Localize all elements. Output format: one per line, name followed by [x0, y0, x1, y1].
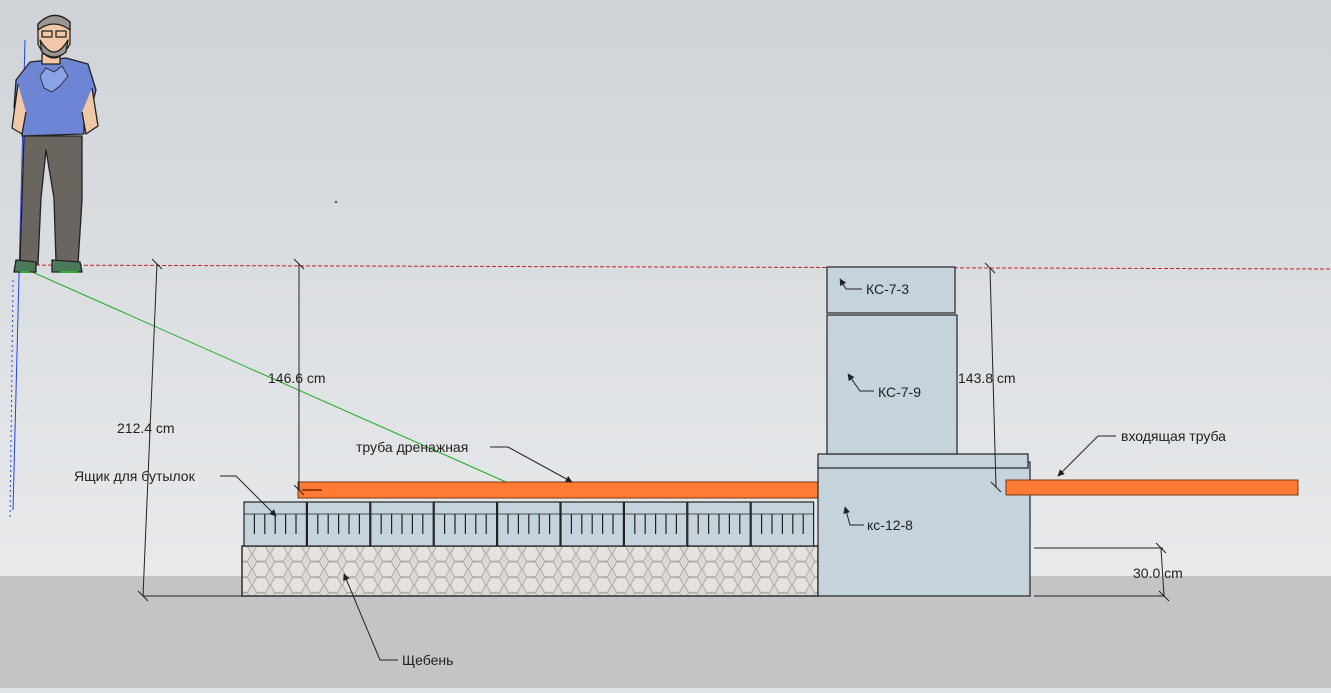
- leader-inlet-pipe: [1057, 435, 1116, 477]
- leader-ring-base: [843, 506, 864, 526]
- leader-gravel: [343, 573, 398, 661]
- well-mid-ring[interactable]: [826, 314, 958, 455]
- bottle-crate-row: [243, 501, 815, 547]
- well-base-ring-top: [817, 453, 1029, 469]
- bottle-crate[interactable]: [433, 501, 498, 547]
- bottle-crate[interactable]: [687, 501, 751, 547]
- blue-axis-hidden: [9, 279, 14, 521]
- well-top-ring[interactable]: [826, 266, 956, 314]
- label-ring-top: КС-7-3: [866, 281, 909, 297]
- leader-drain-pipe: [490, 446, 573, 483]
- label-drain-pipe: труба дренажная: [356, 439, 468, 455]
- bottle-crate[interactable]: [750, 501, 815, 547]
- dimension-well-depth-label: 143.8 cm: [958, 370, 1016, 386]
- leader-ring-top: [839, 278, 862, 290]
- label-gravel: Щебень: [402, 652, 453, 668]
- leader-ring-mid: [847, 373, 874, 392]
- bottle-crate[interactable]: [560, 501, 625, 547]
- well-base-ring[interactable]: [817, 461, 1031, 597]
- label-bottle-crates: Ящик для бутылок: [74, 468, 196, 484]
- origin-dot: [335, 201, 337, 203]
- drain-pipe[interactable]: [297, 481, 823, 499]
- bottle-crate[interactable]: [370, 501, 434, 547]
- leader-bottle-crates: [220, 475, 277, 517]
- label-ring-base: кс-12-8: [867, 517, 913, 533]
- dimension-well-depth[interactable]: [984, 262, 1002, 493]
- dimension-total-depth[interactable]: [137, 258, 242, 602]
- dimension-pipe-depth-label: 146.6 cm: [268, 370, 326, 386]
- label-inlet-pipe: входящая труба: [1121, 428, 1226, 444]
- inlet-pipe[interactable]: [1005, 479, 1299, 496]
- person-scale-figure-icon[interactable]: [11, 14, 99, 273]
- bottle-crate[interactable]: [497, 501, 561, 547]
- dimension-gravel-thickness-label: 30.0 cm: [1133, 565, 1183, 581]
- bottle-crate[interactable]: [243, 501, 308, 547]
- bottle-crate[interactable]: [623, 501, 688, 547]
- gravel-layer[interactable]: [241, 545, 819, 597]
- green-axis: [29, 270, 507, 483]
- red-axis: [17, 264, 1331, 270]
- dimension-total-depth-label: 212.4 cm: [117, 420, 175, 436]
- dimension-pipe-depth[interactable]: [293, 258, 305, 496]
- dimension-gravel-thickness[interactable]: [1034, 542, 1170, 602]
- label-ring-mid: КС-7-9: [878, 384, 921, 400]
- bottle-crate[interactable]: [306, 501, 371, 547]
